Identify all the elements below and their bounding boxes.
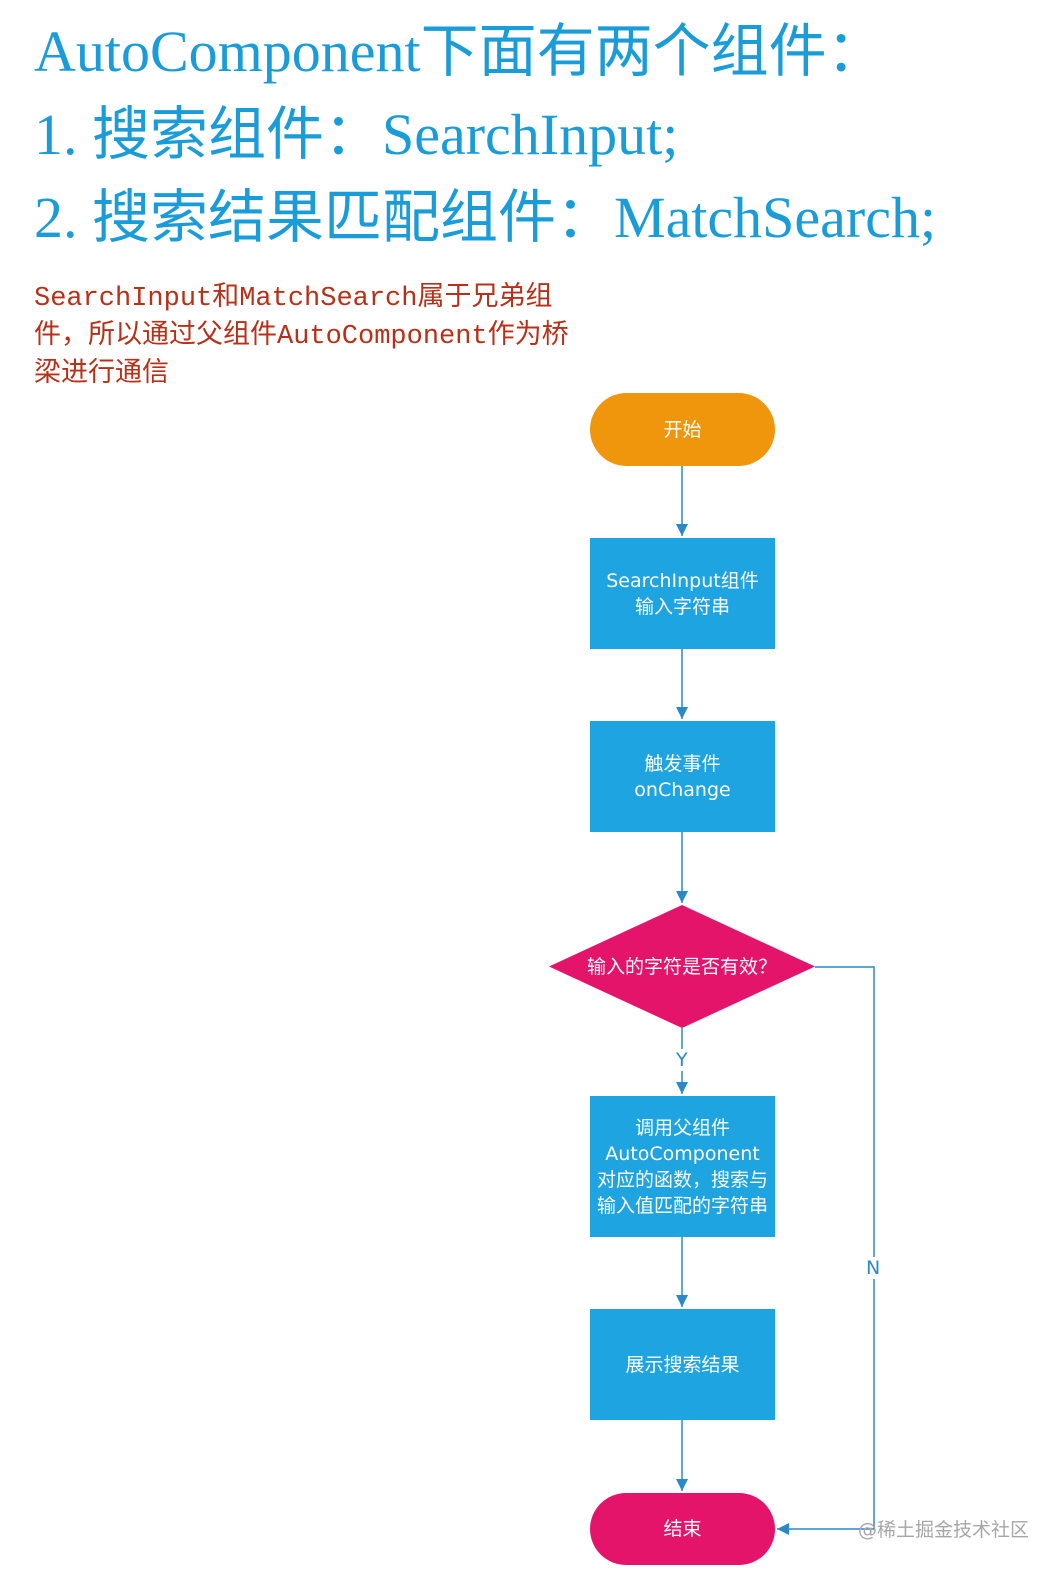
end-node: 结束 bbox=[590, 1493, 775, 1565]
title-line-3: 2. 搜索结果匹配组件：MatchSearch; bbox=[34, 185, 937, 250]
start-node: 开始 bbox=[590, 393, 775, 466]
step-event-node: 触发事件onChange bbox=[590, 721, 775, 832]
step-show-node: 展示搜索结果 bbox=[590, 1309, 775, 1420]
step-input-node: SearchInput组件输入字符串 bbox=[590, 538, 775, 649]
watermark: @稀土掘金技术社区 bbox=[858, 1519, 1030, 1541]
step-call-node: 调用父组件AutoComponent对应的函数，搜索与输入值匹配的字符串 bbox=[590, 1096, 775, 1237]
title-line-2: 1. 搜索组件：SearchInput; bbox=[34, 102, 679, 167]
no-label: N bbox=[864, 1257, 883, 1279]
edge-decision-no bbox=[777, 966, 875, 1535]
yes-label: Y bbox=[674, 1049, 690, 1071]
note-text: SearchInput和MatchSearch属于兄弟组件，所以通过父组件Aut… bbox=[34, 284, 569, 390]
title-line-1: AutoComponent下面有两个组件： bbox=[34, 19, 885, 84]
